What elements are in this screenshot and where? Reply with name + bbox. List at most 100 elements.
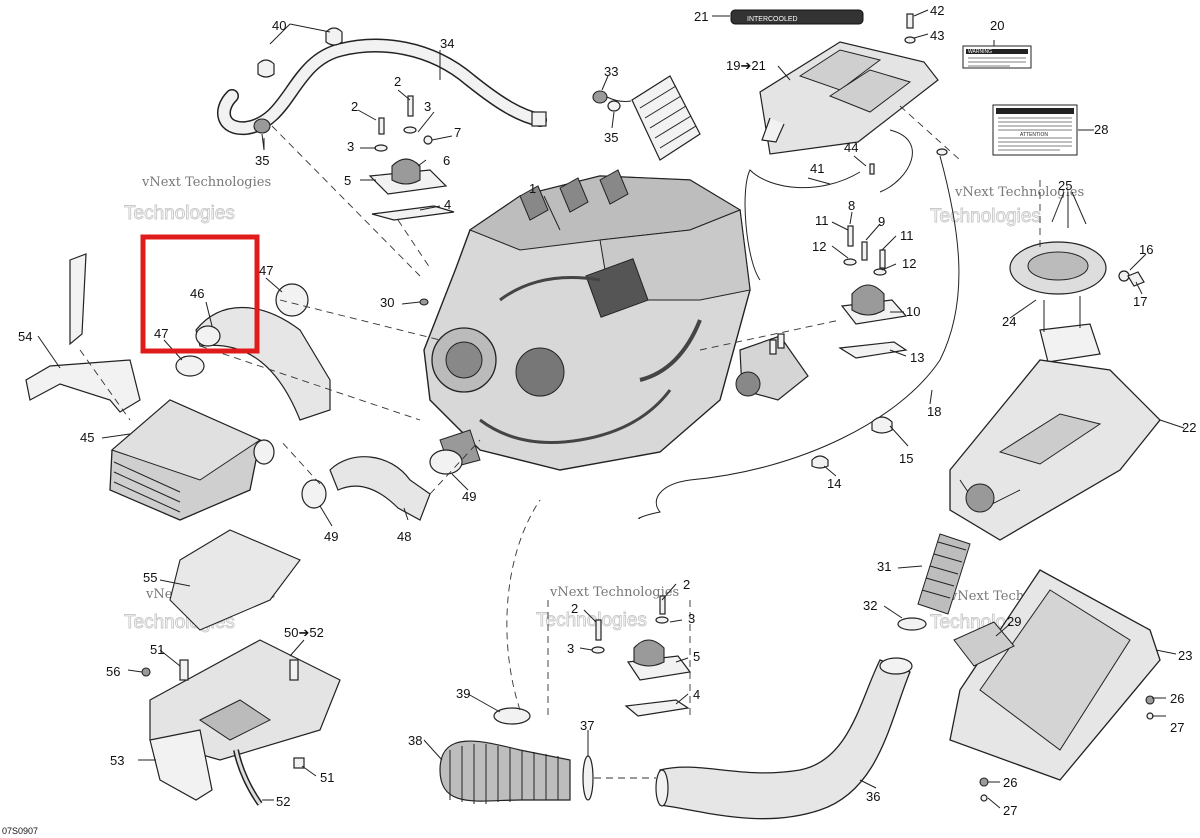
callout-49: 49 [324,529,338,544]
screw-56 [141,667,151,677]
hose-38 [439,707,656,804]
callout-18: 18 [927,404,941,419]
callout-29: 29 [1007,614,1021,629]
callout-17: 17 [1133,294,1147,309]
callout-12: 12 [812,239,826,254]
callout-1: 1 [529,181,536,196]
callout-8: 8 [848,198,855,213]
callout-33: 33 [604,64,618,79]
callout-46: 46 [190,286,204,301]
label-20-warning: WARNING [968,49,992,55]
callout-26: 26 [1003,775,1017,790]
callout-40: 40 [272,18,286,33]
callout-35: 35 [255,153,269,168]
hose-46 [175,283,331,421]
callout-4: 4 [444,197,451,212]
callout-5: 5 [693,649,700,664]
callout-21: 21 [694,9,708,24]
callout-27: 27 [1003,803,1017,818]
callout-54: 54 [18,329,32,344]
callout-2: 2 [351,99,358,114]
callout-3: 3 [688,611,695,626]
callout-2: 2 [571,601,578,616]
engine-mount-right [838,225,908,359]
plug-30 [419,298,429,306]
drawing-code: 07S0907 [2,826,38,836]
airbox-top-24 [1009,241,1107,363]
decal-21-text: INTERCOOLED [747,16,798,23]
callout-12: 12 [902,256,916,271]
watermark-text: vNext Technologies [954,185,1084,200]
callout-49: 49 [462,489,476,504]
callout-16: 16 [1139,242,1153,257]
callout-23: 23 [1178,648,1192,663]
watermark-outline-text: Technologies [930,206,1041,227]
callout-34: 34 [440,36,454,51]
callout-3: 3 [347,139,354,154]
cable-41-18 [638,129,960,519]
callout-37: 37 [580,718,594,733]
callout-2: 2 [394,74,401,89]
airbox-22 [949,359,1161,541]
callout-2: 2 [683,577,690,592]
watermark-outline-text: Technologies [536,610,647,631]
bracket-53 [149,729,213,801]
callout-25: 25 [1058,178,1072,193]
clamp-49a [301,479,327,509]
airbox-lower-23 [949,569,1161,802]
callout-15: 15 [899,451,913,466]
callout-41: 41 [810,161,824,176]
callout-5: 5 [344,173,351,188]
callout-27: 27 [1170,720,1184,735]
screw-44 [869,163,875,175]
label-28-attention: ATTENTION [1020,132,1048,138]
strap-52 [233,749,263,806]
callout-13: 13 [910,350,924,365]
skid-plate-55 [169,529,301,631]
callout-4: 4 [693,687,700,702]
callout-56: 56 [106,664,120,679]
callout-3: 3 [567,641,574,656]
callout-31: 31 [877,559,891,574]
throttle-body [735,333,809,401]
clip-15 [871,416,893,434]
engine-mount-top [368,95,455,221]
callout-52: 52 [276,794,290,809]
clamp-39 [493,707,531,725]
callout-19-to-21: 19➔21 [726,58,766,73]
callout-11: 11 [815,213,829,228]
clamp-40b [325,27,343,46]
callout-44: 44 [844,140,858,155]
callout-53: 53 [110,753,124,768]
callout-45: 45 [80,430,94,445]
watermark-text: vNext Technologies [141,175,271,190]
callout-30: 30 [380,295,394,310]
intercooler-45 [109,399,275,521]
callout-39: 39 [456,686,470,701]
callout-6: 6 [443,153,450,168]
callout-11: 11 [900,228,914,243]
duct-36 [655,657,913,820]
clamp-35 [253,118,271,134]
callout-47: 47 [154,326,168,341]
clamp-49b [429,449,463,475]
callout-51: 51 [320,770,334,785]
hose-31 [897,533,971,631]
clip-14 [811,455,829,469]
callout-20: 20 [990,18,1004,33]
clamp-47a [275,283,309,317]
callout-42: 42 [930,3,944,18]
callout-7: 7 [454,125,461,140]
leader-lines [37,9,1185,809]
clip-17 [1127,271,1145,287]
clamp-47b [175,355,205,377]
clamp-40a [257,59,275,78]
callout-50-to-52: 50➔52 [284,625,324,640]
callout-26: 26 [1170,691,1184,706]
assembly-lines [79,105,1041,720]
callout-51: 51 [150,642,164,657]
intercooler-cover: INTERCOOLED WARNING ATTENTION [730,9,1078,156]
clip-51 [293,757,305,769]
watermark-outline-text: Technologies [124,203,235,224]
